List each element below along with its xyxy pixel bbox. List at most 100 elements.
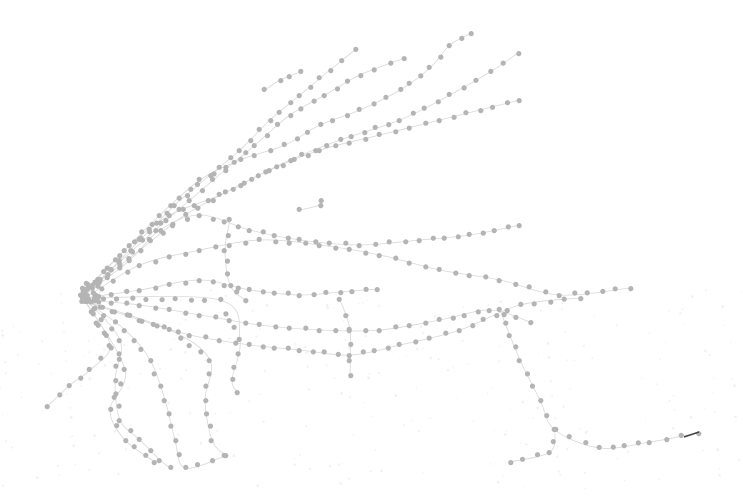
background-dot — [340, 392, 344, 395]
trajectory-node — [338, 290, 344, 296]
background-dot — [531, 417, 534, 419]
background-dot — [352, 434, 355, 436]
trajectory-node — [356, 106, 362, 112]
trajectory-node — [421, 105, 427, 111]
background-dot — [341, 462, 343, 464]
background-dot — [305, 351, 308, 354]
background-dot — [490, 387, 492, 389]
trajectory-node — [288, 113, 294, 119]
background-dot — [718, 474, 721, 477]
background-dot — [0, 386, 2, 389]
trajectory-node — [260, 229, 266, 235]
trajectory-node — [513, 314, 519, 320]
trajectory-node — [131, 444, 137, 450]
background-dot — [5, 440, 8, 443]
background-dot — [20, 396, 23, 399]
trajectory-node — [362, 130, 368, 136]
background-dot — [658, 478, 660, 481]
background-dot — [498, 345, 500, 347]
trajectory-node — [108, 406, 114, 412]
trajectory-node — [116, 356, 122, 362]
trajectory-node — [296, 206, 302, 212]
trajectory-node — [148, 358, 154, 364]
background-dot — [83, 354, 85, 357]
background-dot — [50, 373, 52, 375]
trajectory-node — [386, 122, 392, 128]
trajectory-node — [610, 444, 616, 450]
trajectory-node — [168, 203, 174, 209]
trajectory-node — [186, 343, 192, 349]
background-dot — [433, 315, 437, 318]
trajectory-node — [184, 216, 191, 222]
trajectory-node — [628, 286, 634, 292]
background-dot — [334, 307, 336, 309]
background-dot — [67, 378, 69, 381]
background-dot — [1, 484, 4, 487]
background-dot — [741, 292, 743, 294]
background-dot — [18, 331, 21, 334]
trajectory-node — [124, 288, 130, 294]
trajectory-node — [111, 309, 118, 315]
trajectory-node — [201, 297, 208, 303]
background-dot — [520, 442, 522, 444]
background-dot — [293, 457, 296, 459]
background-dot — [499, 300, 503, 304]
background-dot — [344, 339, 347, 342]
background-dot — [712, 392, 714, 394]
trajectory-node — [528, 320, 534, 326]
background-dot — [716, 448, 719, 452]
trajectory-node — [121, 248, 127, 254]
trajectory-node — [273, 239, 279, 245]
background-dot — [98, 291, 101, 294]
trajectory-node — [273, 324, 279, 330]
background-dot — [109, 361, 112, 363]
trajectory-node — [159, 297, 165, 303]
background-dot — [593, 316, 595, 318]
trajectory-node — [483, 274, 489, 280]
trajectory-node — [57, 392, 63, 398]
trajectory-node — [596, 444, 602, 450]
trajectory-node — [468, 30, 474, 37]
background-dot — [361, 345, 363, 347]
background-dot — [224, 294, 227, 297]
trajectory-node — [311, 292, 317, 298]
trajectory-node — [286, 74, 292, 80]
trajectory-node — [121, 366, 127, 372]
trajectory-node — [221, 219, 227, 225]
trajectory-node — [443, 330, 449, 336]
trajectory-node — [401, 56, 407, 62]
trajectory-node — [305, 153, 311, 159]
trajectory-node — [207, 423, 214, 429]
background-dot — [184, 351, 187, 354]
trajectory-node — [235, 224, 241, 230]
trajectory-node — [98, 355, 104, 361]
background-dot — [80, 384, 82, 387]
trajectory-node — [143, 452, 149, 458]
background-dot — [462, 306, 465, 309]
trajectory-node — [393, 129, 399, 135]
trajectory-node — [455, 234, 461, 240]
trajectory-node — [103, 332, 109, 338]
trajectory-node — [529, 383, 536, 389]
trajectory-node — [550, 439, 556, 445]
background-dot — [521, 400, 525, 404]
trajectory-node — [271, 345, 277, 351]
trajectory-node — [112, 257, 119, 263]
background-dot — [682, 308, 684, 311]
trajectory-node — [203, 411, 210, 417]
background-dot — [106, 318, 108, 321]
trajectory-node — [216, 338, 222, 344]
trajectory-node — [136, 288, 142, 294]
background-dot — [125, 448, 128, 451]
trajectory-node — [566, 434, 572, 440]
trajectory-node — [346, 328, 352, 334]
root-node — [87, 299, 93, 305]
trajectory-node — [224, 258, 231, 264]
trajectory-node — [198, 349, 204, 355]
trajectory-node — [168, 423, 174, 429]
background-dot — [228, 337, 231, 340]
background-dot — [556, 445, 559, 448]
trajectory-node — [333, 245, 339, 251]
trajectory-node — [473, 77, 479, 83]
trajectory-node — [346, 353, 352, 359]
